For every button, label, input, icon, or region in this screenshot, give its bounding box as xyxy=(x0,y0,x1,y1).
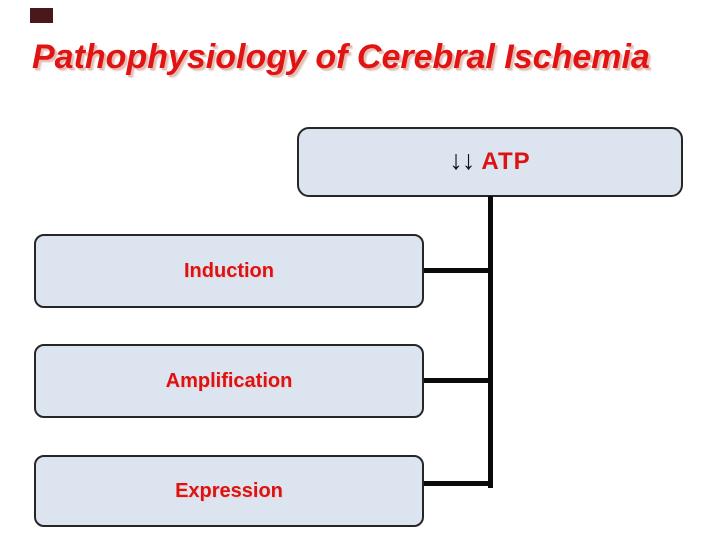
atp-box-text: ↓↓ ATP xyxy=(449,147,530,177)
double-down-arrow-icon: ↓↓ xyxy=(449,145,475,175)
flow-box-atp: ↓↓ ATP xyxy=(297,127,683,197)
connector-induction xyxy=(423,268,489,273)
atp-label: ATP xyxy=(481,148,531,175)
connector-expression xyxy=(423,481,489,486)
connector-amplification xyxy=(423,378,489,383)
flow-box-expression: Expression xyxy=(34,455,424,527)
stage-label-amplification: Amplification xyxy=(165,369,293,392)
corner-decoration xyxy=(30,8,53,23)
stage-label-induction: Induction xyxy=(184,259,274,282)
connector-vertical-line xyxy=(488,196,493,488)
slide-title: Pathophysiology of Cerebral Ischemia xyxy=(32,38,650,76)
flow-box-amplification: Amplification xyxy=(34,344,424,418)
stage-label-expression: Expression xyxy=(175,479,283,502)
flow-box-induction: Induction xyxy=(34,234,424,308)
